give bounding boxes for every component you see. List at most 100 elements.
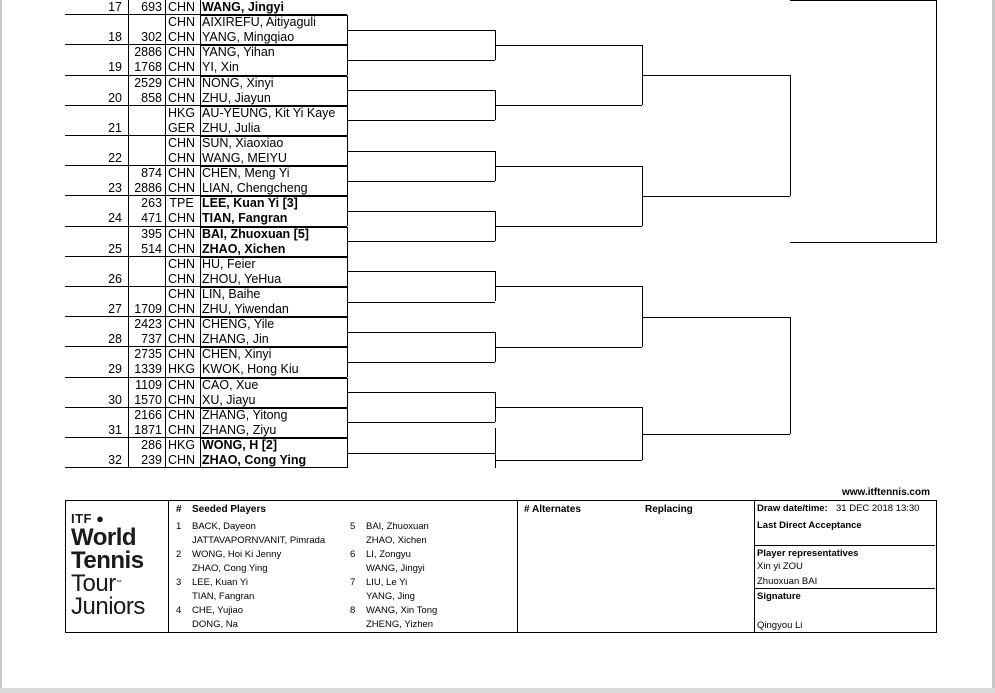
draw-position: 20	[108, 90, 122, 105]
seeded-players-header: Seeded Players	[192, 504, 266, 515]
alternates-header: # Alternates	[524, 504, 581, 515]
bracket-r5-vertical	[936, 0, 937, 243]
table-row-line	[65, 316, 347, 318]
ranking: 286	[141, 437, 162, 452]
logo-line-world: World	[71, 524, 137, 551]
bracket-r1-top	[200, 407, 347, 409]
draw-date-value: 31 DEC 2018 13:30	[836, 503, 920, 514]
draw-position: 18	[108, 30, 122, 45]
player-name: AIXIREFU, Aitiyaguli	[202, 15, 316, 30]
nationality: CHN	[167, 60, 196, 75]
divider-logo	[168, 501, 169, 632]
table-row-line	[65, 376, 347, 378]
draw-position: 26	[108, 271, 122, 286]
player-name: SUN, Xiaoxiao	[202, 135, 284, 150]
seed-player-1: BAI, Zhuoxuan	[366, 521, 429, 532]
table-row-line	[65, 165, 347, 167]
nationality: CHN	[167, 332, 196, 347]
bracket-r4-vertical	[790, 75, 791, 196]
website-link[interactable]: www.itftennis.com	[842, 487, 930, 498]
player-name: CHEN, Xinyi	[202, 347, 272, 362]
nationality: CHN	[167, 256, 196, 271]
player-name: CHENG, Yile	[202, 317, 275, 332]
nationality: CHN	[167, 75, 196, 90]
bracket-r3-line	[495, 44, 642, 46]
ranking: 1570	[134, 392, 162, 407]
player-name: CAO, Xue	[202, 377, 259, 392]
nationality: CHN	[167, 30, 196, 45]
draw-position: 22	[108, 151, 122, 165]
draw-position: 28	[108, 332, 122, 347]
player-name: XU, Jiayu	[202, 392, 256, 407]
table-col-line	[128, 0, 129, 469]
separator-1	[755, 545, 935, 546]
draw-position: 29	[108, 362, 122, 377]
draw-position: 21	[108, 120, 122, 135]
nationality: CHN	[167, 347, 196, 362]
player-name: ZHANG, Jin	[202, 332, 269, 347]
nationality: CHN	[167, 302, 196, 316]
nationality: CHN	[167, 226, 196, 241]
table-row-line	[65, 74, 347, 76]
player-name: YI, Xin	[202, 60, 239, 75]
nationality: CHN	[167, 286, 196, 301]
ranking: 2886	[134, 45, 162, 60]
bracket-r3-line	[495, 105, 642, 107]
bracket-r2-line	[347, 361, 495, 363]
divider-seeds	[517, 501, 518, 632]
player-name: ZHAO, Cong Ying	[202, 453, 307, 467]
ranking: 1709	[134, 302, 162, 316]
bracket-r3-line	[495, 226, 642, 227]
bracket-r2-line	[347, 271, 495, 273]
page-edge-right	[992, 0, 995, 693]
bracket-r2-line	[347, 29, 495, 31]
table-row-line	[65, 14, 347, 16]
player-name: KWOK, Hong Kiu	[202, 362, 299, 377]
seed-player-1: BACK, Dayeon	[192, 521, 256, 532]
ranking: 302	[141, 30, 162, 45]
table-row-line	[65, 44, 347, 46]
bracket-r3-line	[495, 346, 642, 348]
logo-line-juniors: Juniors	[71, 593, 145, 620]
nationality: CHN	[167, 271, 196, 286]
player-name: ZHU, Jiayun	[202, 90, 271, 105]
nationality: CHN	[167, 90, 196, 105]
bracket-r2-vertical	[495, 331, 496, 362]
bracket-r2-line	[347, 210, 495, 212]
bracket-r3-line	[495, 286, 642, 288]
footer-box: ITF ● World Tennis Tour™ Juniors # Seede…	[65, 500, 937, 633]
bracket-r2-line	[347, 422, 495, 424]
nationality: CHN	[167, 422, 196, 437]
bracket-r2-line	[347, 241, 495, 243]
nationality: HKG	[167, 105, 196, 120]
bracket-r3-line	[495, 407, 642, 409]
ranking: 2166	[134, 407, 162, 422]
nationality: CHN	[167, 0, 196, 14]
player-name: LEE, Kuan Yi [3]	[202, 196, 298, 211]
ranking: 514	[141, 241, 162, 256]
bracket-r1-top	[200, 196, 347, 198]
bracket-r1-top	[200, 377, 347, 379]
draw-position: 27	[108, 302, 122, 316]
bracket-r2-vertical	[495, 29, 496, 60]
player-name: LIAN, Chengcheng	[202, 181, 308, 196]
draw-position: 25	[108, 241, 122, 256]
bracket-r3-vertical	[642, 44, 643, 106]
player-name: WANG, Jingyi	[202, 0, 284, 14]
ranking: 693	[141, 0, 162, 14]
table-row-line	[65, 195, 347, 197]
signature-value: Qingyou Li	[757, 620, 803, 631]
nationality: CHN	[167, 377, 196, 392]
player-name: ZHU, Yiwendan	[202, 302, 289, 316]
